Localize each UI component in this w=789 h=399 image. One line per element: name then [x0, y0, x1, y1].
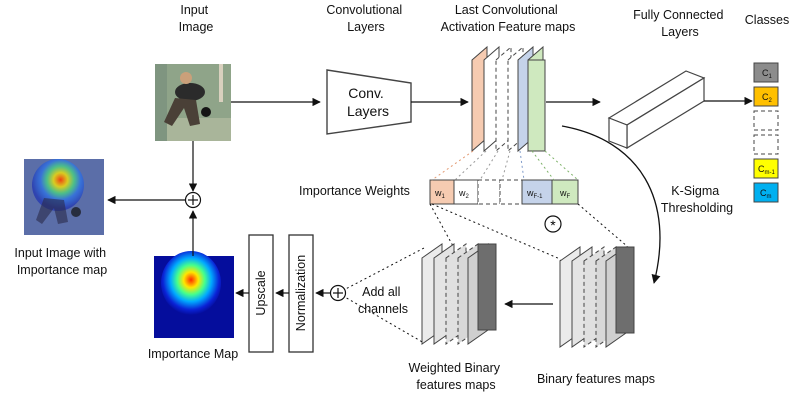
last-conv-label: Last Convolutional Activation Feature ma… — [441, 3, 576, 34]
upscale-block — [248, 234, 274, 353]
channel-sum-lines — [337, 247, 425, 344]
importance-weights-vector: w1 w2 wF-1 wF — [429, 179, 579, 205]
importance-map — [154, 251, 234, 338]
add-all-channels-label: Add all channels — [358, 285, 408, 316]
input-image — [155, 64, 231, 141]
normalization-label: Normalization — [294, 255, 308, 331]
importance-map-label: Importance Map — [148, 347, 238, 361]
svg-text:*: * — [550, 217, 556, 233]
weight-projection-lines — [431, 150, 579, 181]
class-cell-cm — [753, 182, 779, 203]
fully-connected-box — [607, 70, 706, 150]
k-sigma-arrow — [561, 125, 661, 284]
input-image-label: Input Image — [179, 3, 214, 34]
conv-block — [326, 69, 412, 135]
activation-feature-maps — [471, 45, 546, 153]
fully-connected-label: Fully Connected Layers — [633, 8, 727, 39]
upscale-label: Upscale — [254, 270, 268, 315]
class-cell-cm-1 — [753, 158, 779, 179]
importance-weights-label: Importance Weights — [299, 184, 410, 198]
weighted-binary-label: Weighted Binary features maps — [409, 361, 504, 392]
output-image — [24, 159, 104, 235]
svg-text:w2: w2 — [458, 188, 470, 200]
binary-features-label: Binary features maps — [537, 372, 655, 386]
weighted-binary-feature-maps — [421, 243, 497, 345]
conv-block-label: Conv. Layers — [347, 85, 389, 119]
k-sigma-label: K-Sigma Thresholding — [661, 184, 733, 215]
binary-feature-maps — [559, 246, 635, 348]
class-c2-label: C2 — [762, 92, 773, 104]
svg-text:wF: wF — [559, 188, 571, 200]
class-cm-label: Cm — [760, 188, 772, 200]
normalization-block — [288, 234, 314, 353]
conv-layers-label: Convolutional Layers — [326, 3, 405, 34]
svg-text:w1: w1 — [434, 188, 446, 200]
classes-label: Classes — [745, 13, 789, 27]
class-cell-c1 — [753, 62, 779, 83]
class-cell-c2 — [753, 86, 779, 107]
class-vector: C1 C2 Cm-1 Cm — [753, 62, 779, 203]
output-image-label: Input Image with Importance map — [14, 246, 109, 277]
class-c1-label: C1 — [762, 68, 773, 80]
convolve-operator — [544, 215, 562, 233]
